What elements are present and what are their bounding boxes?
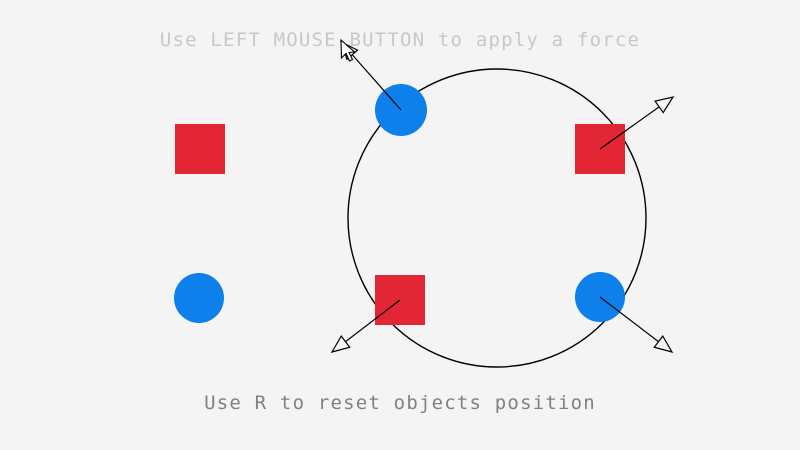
mouse-pointer-arrow xyxy=(340,38,356,62)
body-box[interactable] xyxy=(175,124,225,174)
hint-left-mouse-button: Use LEFT MOUSE BUTTON to apply a force xyxy=(159,29,641,51)
force-vector-shaft xyxy=(599,104,662,150)
force-vector-arrowhead xyxy=(654,96,675,114)
mouse-pointer-icon xyxy=(340,38,356,62)
body-ball[interactable] xyxy=(174,273,224,323)
force-vectors-layer xyxy=(330,40,675,353)
hint-reset-key: Use R to reset objects position xyxy=(204,392,596,414)
force-vector-shaft xyxy=(342,299,401,344)
circular-boundary xyxy=(347,68,647,368)
force-vector-arrowhead xyxy=(653,335,674,353)
force-vector-shaft xyxy=(599,296,662,344)
bodies-layer xyxy=(174,84,625,325)
force-vector-shaft xyxy=(349,52,402,111)
force-vector-arrowhead xyxy=(330,335,351,353)
